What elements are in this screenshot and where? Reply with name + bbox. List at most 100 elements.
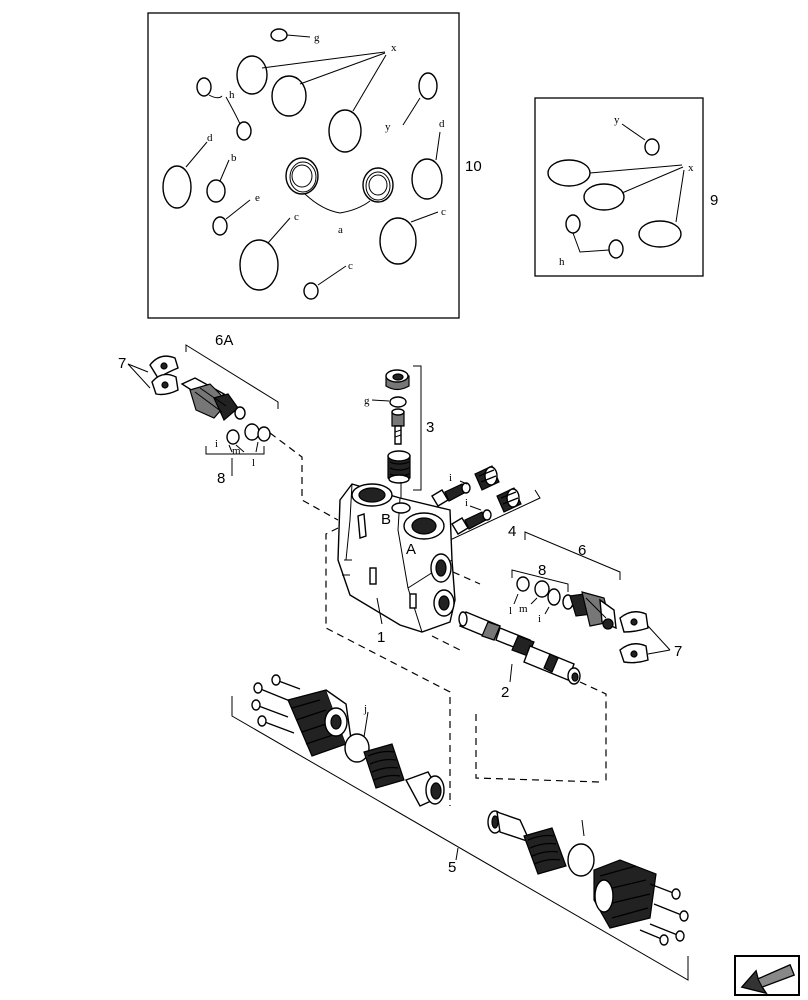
label-b: b — [231, 152, 237, 164]
back-nav-button[interactable] — [734, 955, 800, 996]
label-g: g — [314, 32, 320, 44]
spring-left — [363, 743, 405, 789]
seal-h-kit9-1 — [565, 214, 581, 234]
seal-g-top — [389, 396, 407, 408]
callout-8-right: 8 — [538, 562, 546, 579]
clip-7-right — [619, 611, 649, 664]
relief-cartridge-left — [180, 377, 246, 421]
label-m-right: m — [519, 603, 528, 615]
clip-7-left — [149, 355, 179, 396]
check-assembly-4: i i 4 — [431, 465, 541, 542]
spool: 2 — [458, 611, 581, 701]
poppet-4-upper — [431, 482, 471, 507]
arrow-back-icon — [740, 963, 796, 995]
seal-kit-10: g x h y d d b e c a c c 10 — [147, 12, 482, 319]
callout-7-left: 7 — [118, 355, 126, 372]
label-c-right: c — [441, 206, 446, 218]
relief-cartridge-right — [562, 591, 617, 630]
seal-b — [206, 179, 226, 203]
seal-d-2 — [411, 158, 443, 200]
label-c-bottom: c — [348, 260, 353, 272]
seal-y — [418, 72, 438, 100]
callout-1: 1 — [377, 629, 385, 646]
seal-right-m — [534, 580, 550, 598]
seal-h-2 — [236, 121, 252, 141]
seal-c-2 — [379, 217, 417, 265]
valve-body: B A 1 — [337, 483, 456, 646]
seal-x-kit9-2 — [583, 183, 625, 211]
seal-x-kit9-1 — [547, 159, 591, 187]
seal-x-2 — [271, 75, 307, 117]
label-d-right: d — [439, 118, 445, 130]
poppet-4-lower — [451, 509, 492, 535]
seal-h-1 — [196, 77, 212, 97]
callout-4: 4 — [508, 523, 516, 540]
seal-cap-right — [567, 843, 595, 877]
label-x: x — [391, 42, 397, 54]
seal-left-l — [257, 426, 271, 442]
callout-6a: 6A — [215, 332, 233, 349]
spring-4-upper — [474, 465, 500, 491]
label-y-kit9: y — [614, 114, 620, 126]
callout-9: 9 — [710, 192, 718, 209]
callout-10: 10 — [465, 158, 482, 175]
seal-y-kit9 — [644, 138, 660, 156]
seal-c-3 — [303, 282, 319, 300]
retainer-right — [487, 810, 532, 844]
seal-x-1 — [236, 55, 268, 95]
relief-valve-assembly-6: 6 8 l m i 7 — [452, 531, 682, 664]
label-x-kit9: x — [688, 162, 694, 174]
callout-5: 5 — [448, 859, 456, 876]
label-h: h — [229, 89, 235, 101]
label-l-left: l — [252, 457, 255, 469]
seal-cap-left — [344, 733, 370, 763]
backup-ring-a-1 — [285, 157, 319, 195]
label-h-kit9: h — [559, 256, 565, 268]
check-spring — [387, 450, 411, 484]
seal-c-1 — [239, 239, 279, 291]
relief-valve-assembly-6a: 6A 7 i m l 8 — [118, 332, 339, 521]
seal-right-l — [516, 576, 530, 592]
callout-6: 6 — [578, 542, 586, 559]
seal-x-3 — [328, 109, 362, 153]
check-assembly-3: g 3 — [364, 365, 434, 505]
check-poppet — [391, 408, 405, 445]
label-y: y — [385, 121, 391, 133]
callout-8-left: 8 — [217, 470, 225, 487]
seal-left-m — [244, 423, 260, 441]
callout-3: 3 — [426, 419, 434, 436]
kit-10-frame — [147, 12, 460, 319]
label-i-left: i — [215, 438, 218, 450]
seal-d-1 — [162, 165, 192, 209]
seal-x-kit9-3 — [638, 220, 682, 248]
plug-top — [385, 369, 410, 391]
callout-7-right: 7 — [674, 643, 682, 660]
label-a: a — [338, 224, 343, 236]
label-g-top: g — [364, 395, 370, 407]
spring-4-lower — [496, 487, 522, 513]
seal-kit-9: y x h 9 — [534, 97, 718, 277]
backup-ring-a-2 — [362, 167, 394, 203]
seal-right-i — [547, 588, 561, 606]
seal-e — [212, 216, 228, 236]
retainer-left — [404, 771, 445, 807]
seal-h-kit9-2 — [608, 239, 624, 259]
spring-right — [523, 827, 567, 875]
bolts-left — [251, 674, 301, 734]
port-b-label: B — [381, 511, 391, 528]
seal-left-i — [226, 429, 240, 445]
label-c-left: c — [294, 211, 299, 223]
port-a-label: A — [406, 541, 416, 558]
seal-g — [270, 28, 288, 42]
label-d-left: d — [207, 132, 213, 144]
callout-2: 2 — [501, 684, 509, 701]
spring-cap-left — [287, 689, 353, 757]
label-e: e — [255, 192, 260, 204]
label-j-left: j — [363, 703, 367, 715]
bolts-right — [639, 883, 689, 946]
label-i-4a: i — [449, 472, 452, 484]
centering-spring-assembly-5: j — [231, 674, 689, 981]
label-m-left: m — [232, 445, 241, 457]
label-l-right: l — [509, 605, 512, 617]
